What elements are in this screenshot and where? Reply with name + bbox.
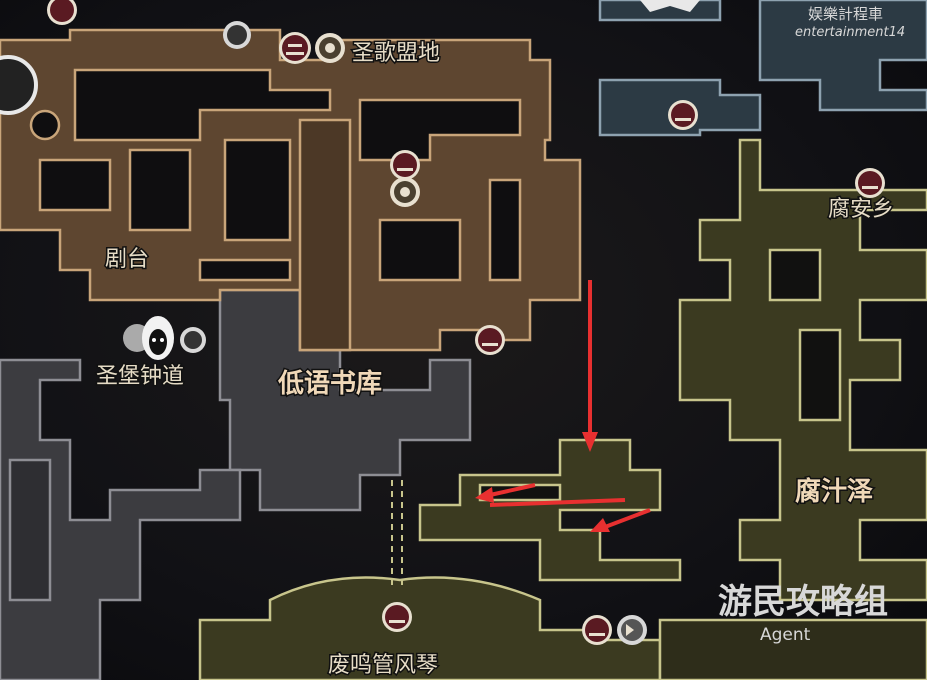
route-arrows [475,280,651,532]
watermark-top-cn: 娱樂計程車 [808,5,883,23]
route-arrow-diagonal [604,508,651,529]
bench-icon[interactable] [390,150,420,180]
area-label-singing-grounds: 圣歌盟地 [352,41,440,66]
area-label-rot-marsh: 腐汁泽 [795,477,873,507]
route-arrow-left-lower [489,498,626,507]
route-arrow-left-upper [489,483,536,497]
bench-icon[interactable] [582,615,612,645]
bell-path-icon[interactable] [223,21,251,49]
bell-icon[interactable] [315,33,345,63]
region-green [198,138,927,680]
area-label-ruined-organ: 废鸣管风琴 [328,653,438,678]
fast-travel-icon[interactable] [617,615,647,645]
bench-icon[interactable] [668,100,698,130]
bell-icon[interactable] [390,177,420,207]
crest-icon [640,0,700,12]
region-whisper-library [0,28,582,352]
area-label-stage: 剧台 [105,247,149,272]
watermark-top-en: entertainment14 [795,25,905,40]
area-label-rot-village: 腐安乡 [828,197,894,222]
region-gray [0,288,472,680]
bench-icon[interactable] [47,0,77,25]
bench-icon[interactable] [855,168,885,198]
bench-icon[interactable] [382,602,412,632]
player-marker-icon [142,316,174,360]
watermark-bottom-en: Agent [760,625,811,645]
watermark-bottom-cn: 游民攻略组 [718,582,888,622]
bench-icon[interactable] [475,325,505,355]
bench-icon[interactable] [279,32,311,64]
area-label-whisper-library: 低语书库 [277,369,382,399]
area-label-bell-path: 圣堡钟道 [96,364,184,389]
compass-icon [0,55,38,115]
